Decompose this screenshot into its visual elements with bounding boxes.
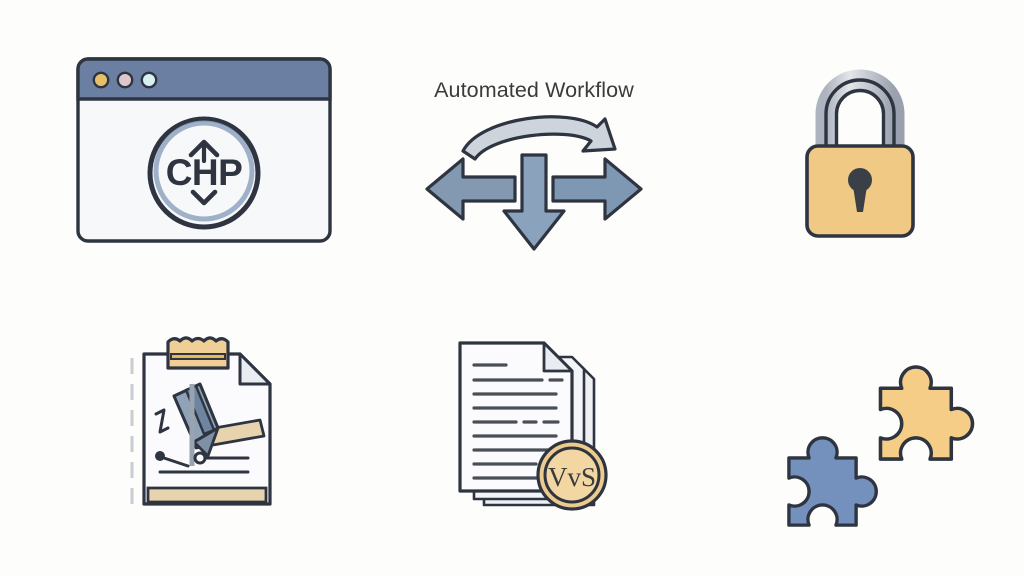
puzzle-pieces-icon[interactable] (716, 312, 1004, 544)
padlock-icon[interactable] (716, 34, 1004, 266)
puzzle-piece-blue[interactable] (787, 436, 878, 527)
certified-documents-graphic: VvS (458, 341, 608, 511)
arrow-right (551, 157, 643, 221)
certification-seal-inner (543, 446, 601, 504)
logo-outer-ring (147, 116, 261, 230)
traffic-light-dot-cyan[interactable] (140, 71, 158, 89)
clipboard-signature-icon[interactable] (44, 312, 364, 544)
logo-text: CHP (166, 152, 243, 193)
browser-window-graphic: CHP (76, 57, 332, 243)
traffic-light-dot-amber[interactable] (92, 71, 110, 89)
logo-inner-ring (153, 120, 255, 222)
document-folded-corner (542, 341, 574, 373)
certification-seal-text: VvS (548, 462, 596, 492)
pen-tip (192, 426, 219, 457)
browser-window-icon[interactable]: CHP (44, 34, 364, 266)
clipboard-folded-corner (238, 352, 271, 385)
arrow-left (425, 157, 517, 221)
certified-documents-icon[interactable]: VvS (384, 312, 684, 544)
padlock-shackle-outline-inner (834, 88, 886, 150)
arrow-down (502, 153, 566, 251)
chevron-down-icon (190, 189, 218, 206)
arrow-curved-top (461, 115, 617, 161)
traffic-light-dot-pink[interactable] (116, 71, 134, 89)
puzzle-piece-amber[interactable] (878, 365, 975, 461)
padlock-shackle-outline-outer (824, 77, 896, 150)
puzzle-pieces-graphic (787, 365, 975, 527)
automated-workflow-graphic (425, 115, 643, 251)
signature-stroke-1 (162, 456, 189, 467)
keyhole-stem (853, 185, 867, 212)
window-titlebar (76, 57, 332, 101)
signature-squiggle (154, 408, 169, 433)
clipboard-signature-graphic (130, 335, 272, 506)
clipboard-bottom-band (146, 486, 267, 503)
chevron-up-icon (188, 139, 220, 158)
automated-workflow-label: Automated Workflow (434, 78, 634, 102)
automated-workflow-icon[interactable]: Automated Workflow (384, 34, 684, 266)
clipboard-clip-slot (169, 352, 226, 360)
signature-dot (154, 450, 165, 461)
padlock-graphic (805, 69, 915, 238)
